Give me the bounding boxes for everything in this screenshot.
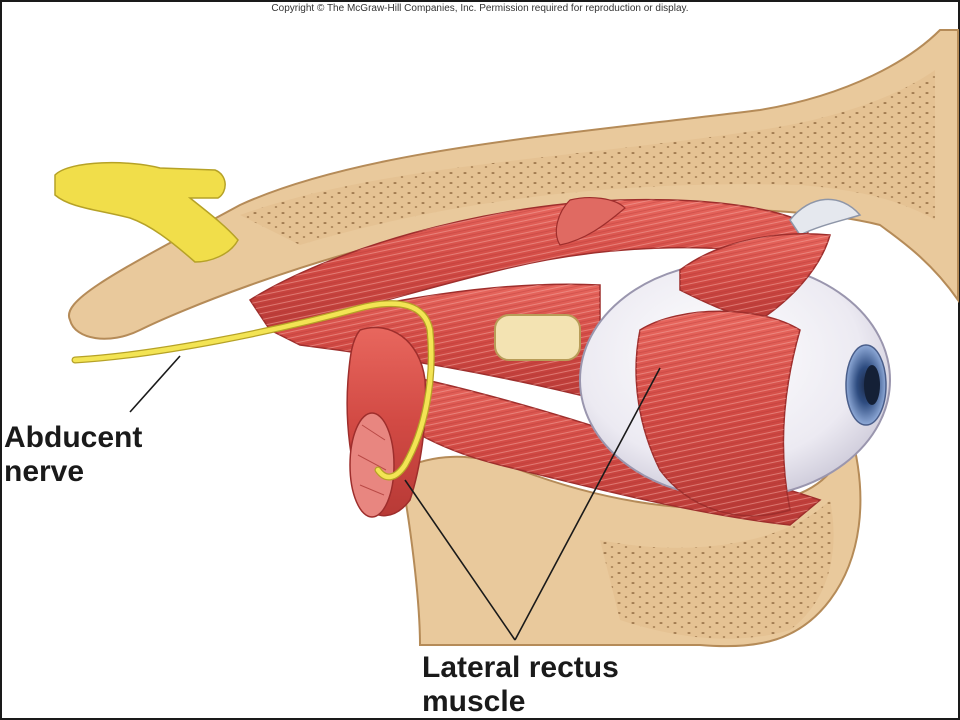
label-lateral-rectus: Lateral rectus muscle xyxy=(422,651,619,719)
nerve-trunk xyxy=(54,161,239,263)
lateral-rectus-cut-face xyxy=(349,412,395,518)
orbital-roof-marrow xyxy=(240,70,935,245)
label-lateral-line1: Lateral rectus xyxy=(422,651,619,684)
orbital-floor-marrow xyxy=(600,500,834,639)
trochlea xyxy=(789,198,862,236)
optic-nerve xyxy=(494,314,581,361)
lateral-rectus-leader-line-2 xyxy=(514,367,661,641)
label-lateral-line2: muscle xyxy=(422,685,526,718)
lateral-rectus-leader-line-1 xyxy=(404,479,516,641)
label-abducent-nerve: Abducent nerve xyxy=(4,421,142,489)
abducent-leader-line xyxy=(129,355,181,413)
label-abducent-line1: Abducent xyxy=(4,421,143,454)
inferior-oblique xyxy=(555,197,626,246)
label-abducent-line2: nerve xyxy=(4,455,85,488)
copyright-notice: Copyright © The McGraw-Hill Companies, I… xyxy=(271,3,689,14)
pupil xyxy=(864,365,880,405)
